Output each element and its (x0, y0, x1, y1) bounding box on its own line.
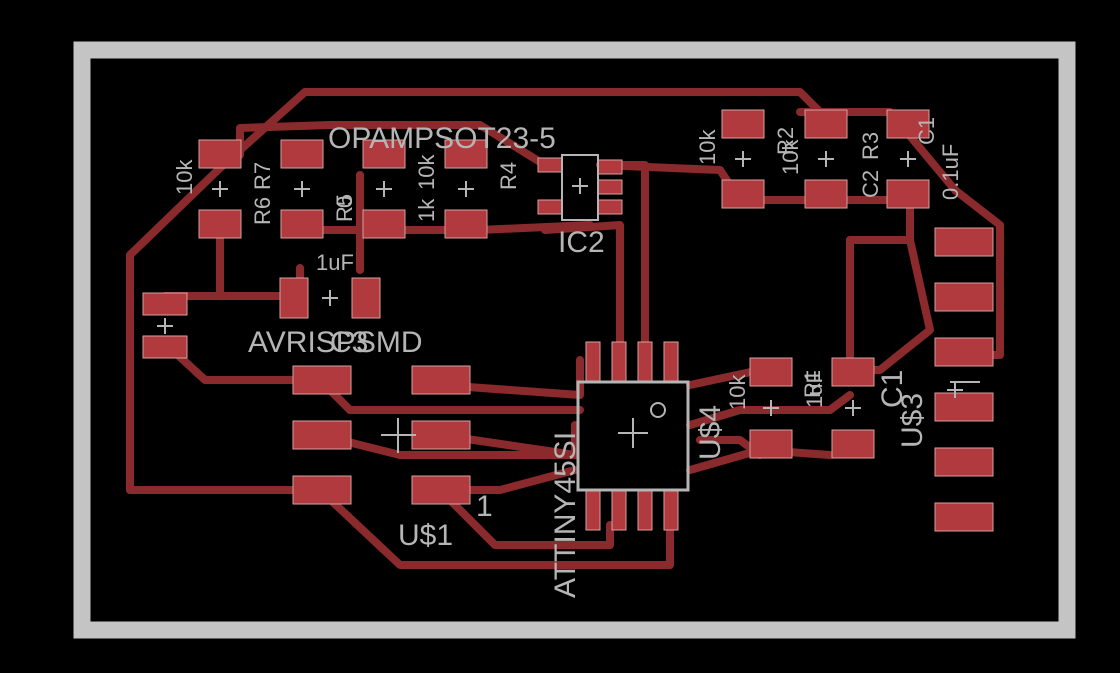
r3-name-label: R3 (858, 132, 883, 160)
ic2-name-label: IC2 (558, 226, 605, 259)
r1-name-label: R1 (800, 370, 825, 398)
c2-name-label: C2 (858, 170, 883, 198)
r5-name-label: R5 (332, 194, 357, 222)
c1-name-label: C1 (914, 117, 939, 145)
u3-name-label: U$3 (896, 393, 929, 448)
ic2-package-label: OPAMPSOT23-5 (328, 122, 556, 155)
attiny-label: ATTINY45SI (549, 432, 582, 598)
silkscreen (157, 151, 980, 492)
u1-pin1-label: 1 (476, 490, 493, 523)
c1b-name-label: C1 (876, 370, 909, 408)
r2-name-label: R2 (773, 127, 798, 155)
r7-value-label: 10k (172, 159, 197, 195)
r5b-value-label: 1k (414, 198, 439, 222)
r1-value-label: 10k (725, 374, 750, 410)
u1-name-label: U$1 (398, 519, 453, 552)
pads (142, 109, 994, 532)
c1-value-label: 0.1uF (938, 144, 963, 200)
u4-name-label: U$4 (694, 405, 727, 460)
r7-name-label: R7 (250, 162, 275, 190)
c-value-label: 1uF (802, 370, 827, 408)
r2-value-label: 10k (695, 129, 720, 165)
r4-value-label: 10k (414, 154, 439, 190)
c3-name-label: C3 (330, 326, 368, 359)
r5-value-label: 0 (332, 196, 357, 208)
board-outline (73, 41, 1076, 639)
avr-package-label: AVRISPSMD (248, 326, 422, 359)
r3-value-label: 10k (778, 139, 803, 175)
c3-value-label: 1uF (316, 250, 354, 275)
r4-name-label: R4 (496, 162, 521, 190)
r6-name-label: R6 (250, 197, 275, 225)
